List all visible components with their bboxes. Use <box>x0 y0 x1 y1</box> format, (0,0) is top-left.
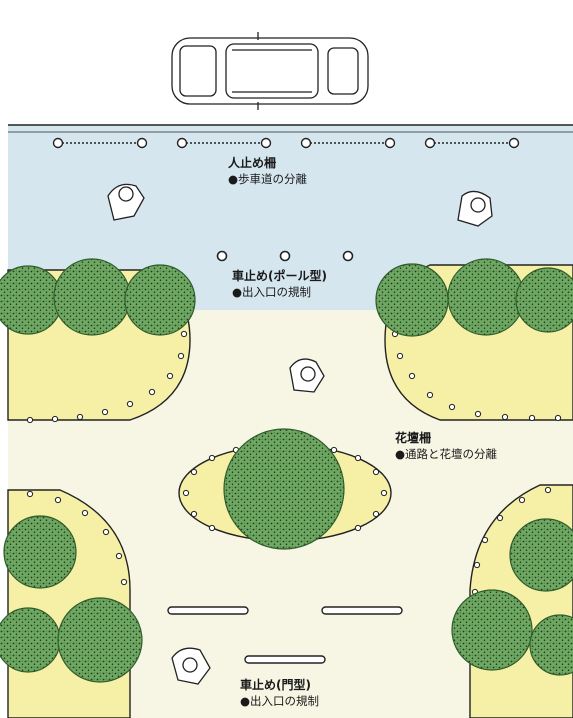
label-description: ●歩車道の分離 <box>228 172 308 186</box>
label-title: 車止め(ポール型) <box>232 269 327 283</box>
label-flowerbed-fence: 花壇柵 ●通路と花壇の分離 <box>395 430 497 462</box>
pedestrian-icon <box>107 183 493 685</box>
label-title: 車止め(門型) <box>240 678 311 692</box>
label-bollard: 車止め(ポール型) ●出入口の規制 <box>232 268 327 300</box>
label-title: 花壇柵 <box>395 431 432 445</box>
tree-icon <box>0 258 573 683</box>
fence-icon <box>52 137 520 149</box>
gate-barrier-icon <box>167 606 403 664</box>
label-description: ●通路と花壇の分離 <box>395 447 498 461</box>
label-pedestrian-fence: 人止め柵 ●歩車道の分離 <box>228 155 307 187</box>
label-title: 人止め柵 <box>228 156 277 170</box>
label-description: ●出入口の規制 <box>232 285 312 299</box>
flowerbed-fence-posts <box>26 330 562 596</box>
label-description: ●出入口の規制 <box>240 694 320 708</box>
label-gate-barrier: 車止め(門型) ●出入口の規制 <box>240 677 319 709</box>
bollard-icon <box>216 250 354 262</box>
car-icon <box>171 32 369 110</box>
